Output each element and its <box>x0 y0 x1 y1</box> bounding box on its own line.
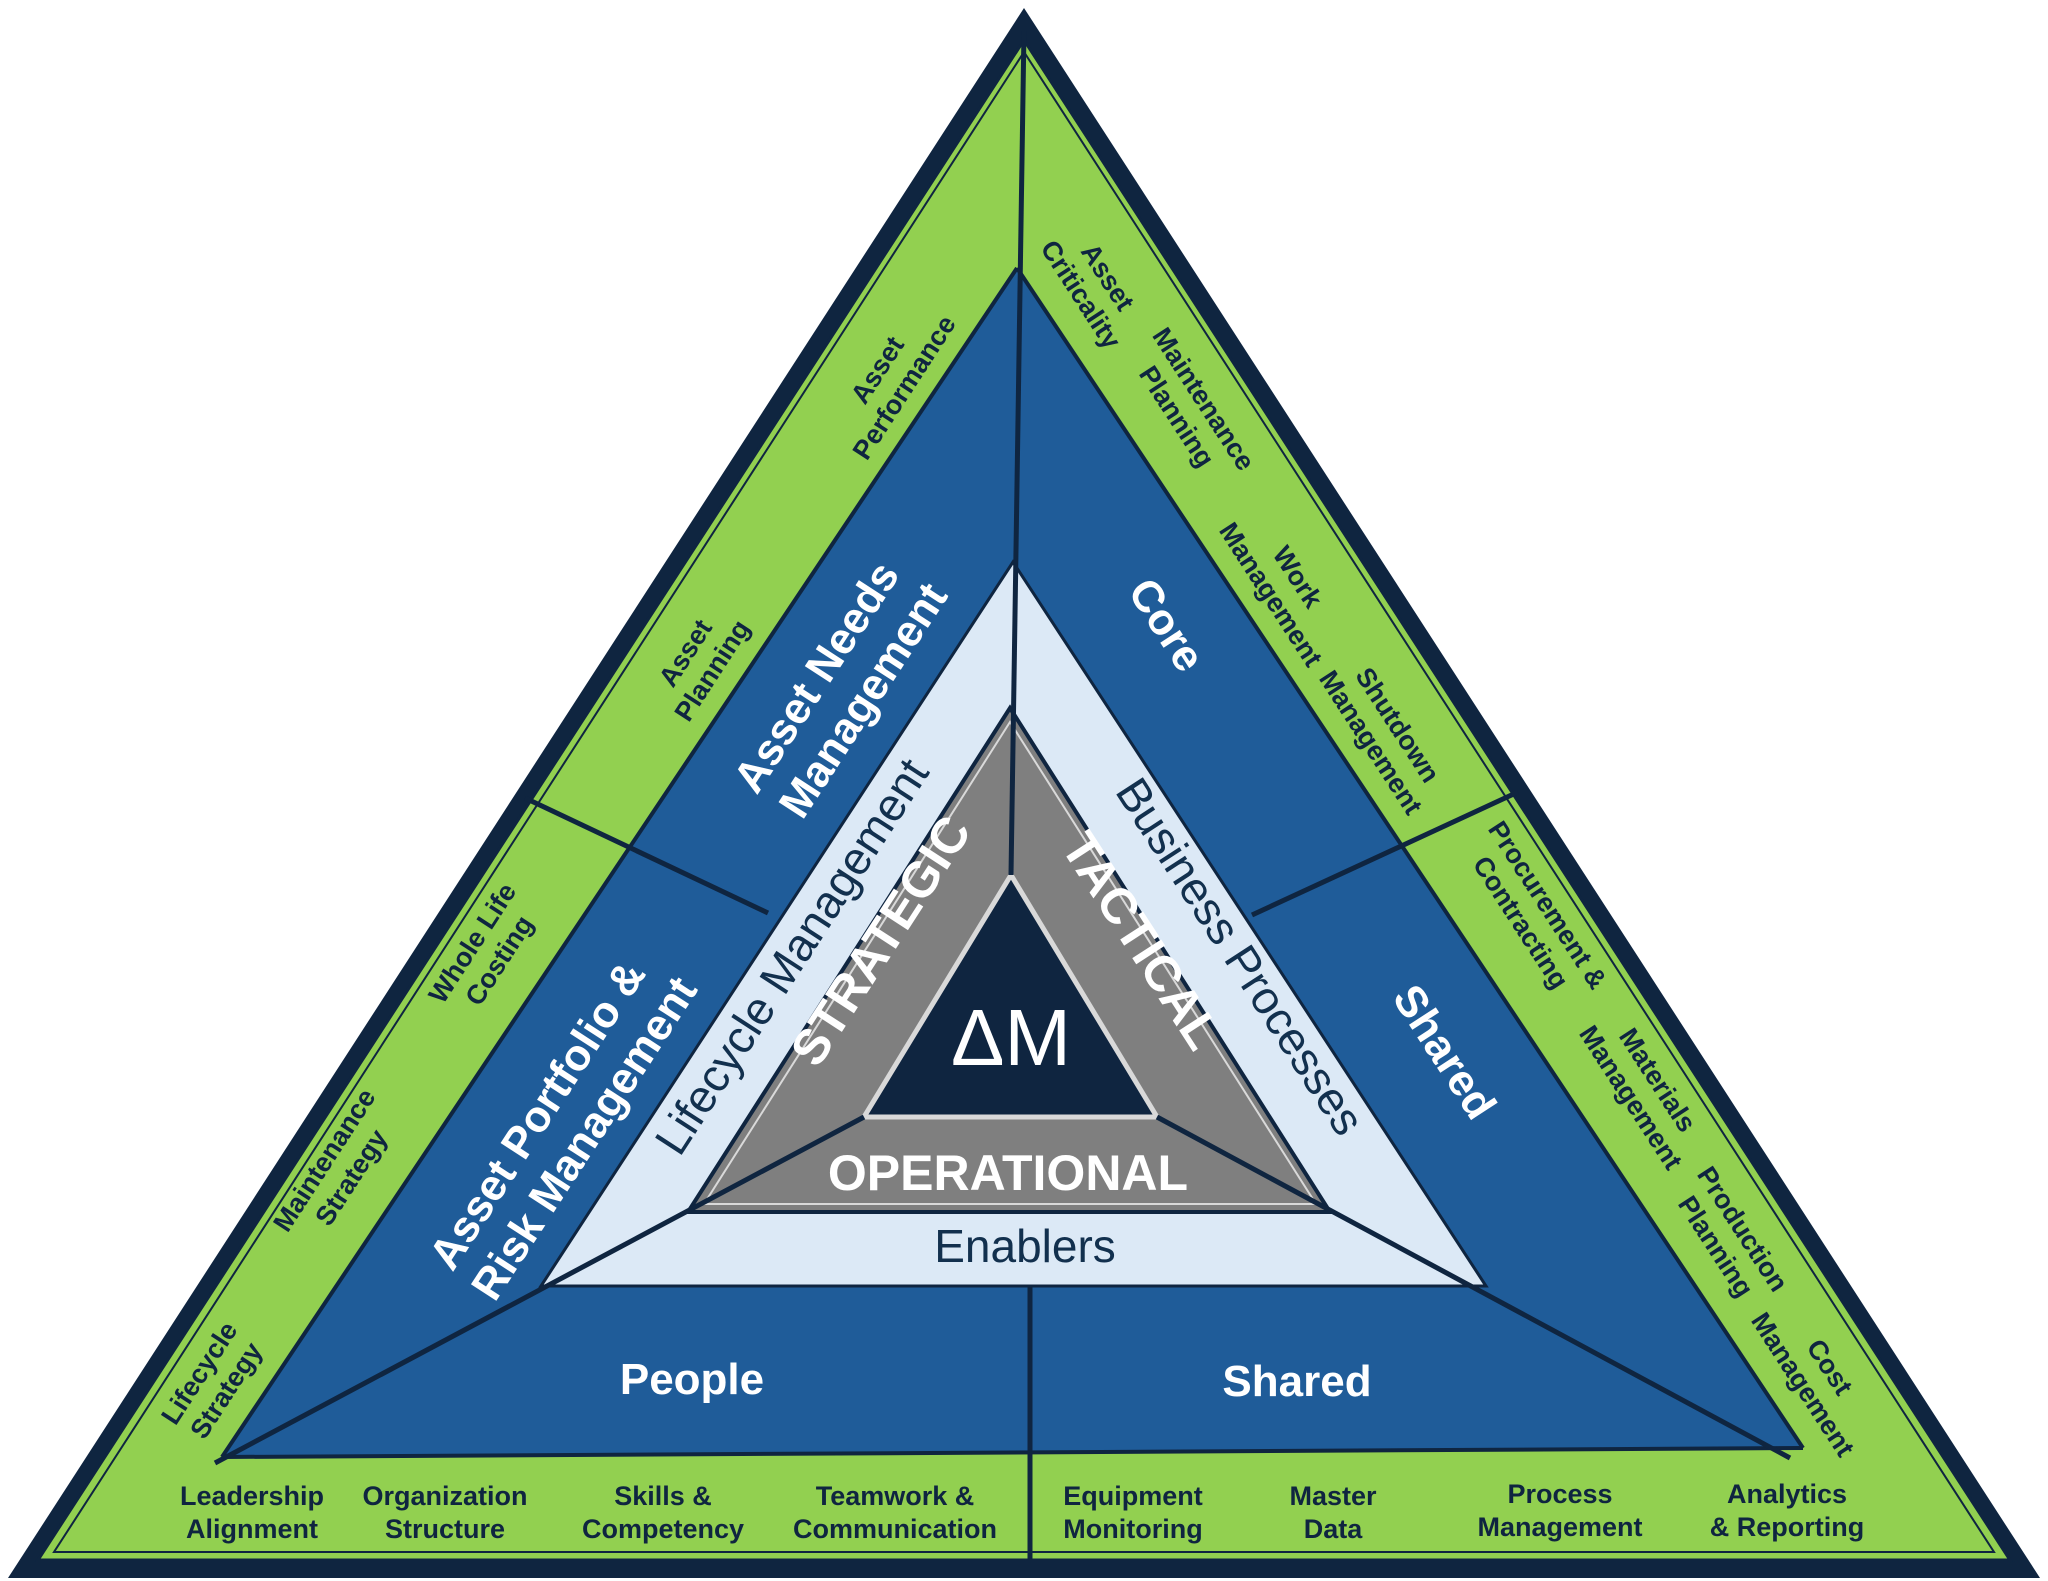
operational-label: OPERATIONAL <box>828 1145 1188 1201</box>
analytics-reporting-item: Analytics& Reporting <box>1710 1479 1865 1542</box>
blue-band-edge-right <box>1015 266 1805 1450</box>
blue-band-edge-left <box>220 266 1019 1459</box>
shared-bottom-label: Shared <box>1222 1357 1371 1406</box>
enablers-label: Enablers <box>934 1220 1116 1272</box>
blue-band-edge-bottom <box>221 1446 1804 1459</box>
divider-lines <box>213 29 1792 1578</box>
center-triangle <box>859 870 1162 1120</box>
skills-competency-item: Skills &Competency <box>582 1481 744 1544</box>
teamwork-communication-item: Teamwork &Communication <box>793 1481 997 1544</box>
gray-triangle-inner-line <box>702 720 1318 1205</box>
delta-m-label: ΔM <box>951 993 1071 1082</box>
people-label: People <box>620 1355 764 1404</box>
